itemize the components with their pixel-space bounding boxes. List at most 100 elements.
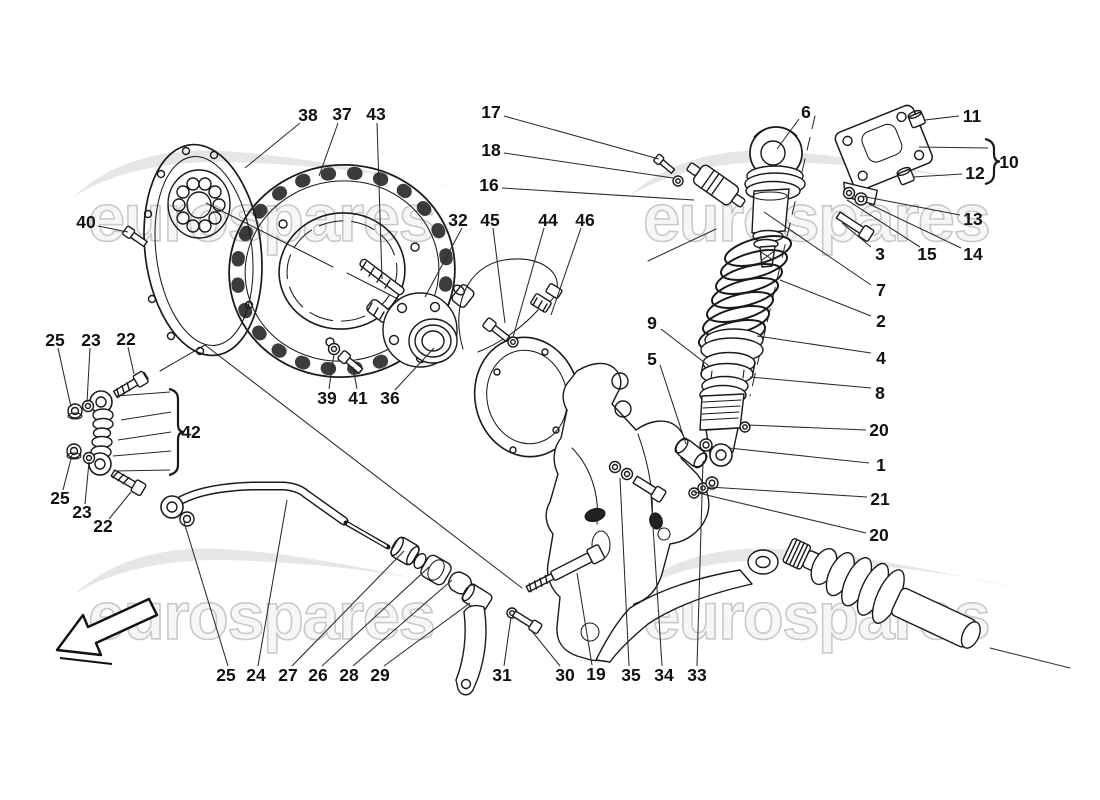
- part-number-23[interactable]: 23: [81, 330, 101, 350]
- washer-35a: [608, 460, 622, 474]
- lower-control-arm: [595, 549, 779, 663]
- leader-line-29: [383, 602, 471, 667]
- assembly-axis-line: [205, 202, 334, 268]
- leader-line-32: [424, 227, 463, 298]
- arrow-shadow-line: [59, 657, 113, 665]
- part-number-14[interactable]: 14: [963, 244, 983, 264]
- callout-brackets: [112, 137, 1001, 477]
- part-number-39[interactable]: 39: [317, 388, 337, 408]
- part-number-26[interactable]: 26: [308, 665, 328, 685]
- part-number-41[interactable]: 41: [348, 388, 368, 408]
- part-number-23[interactable]: 23: [72, 502, 92, 522]
- drive-shaft-cv-boot: [782, 538, 981, 649]
- part-number-4[interactable]: 4: [876, 348, 886, 368]
- bar-nut: [179, 511, 195, 527]
- nut-21: [705, 476, 719, 490]
- part-number-30[interactable]: 30: [555, 665, 575, 685]
- part-number-46[interactable]: 46: [575, 210, 595, 230]
- part-number-44[interactable]: 44: [538, 210, 558, 230]
- part-number-20[interactable]: 20: [869, 420, 889, 440]
- leader-line-36: [394, 347, 435, 391]
- part-number-20[interactable]: 20: [869, 525, 889, 545]
- part-number-16[interactable]: 16: [479, 175, 499, 195]
- part-number-3[interactable]: 3: [875, 244, 885, 264]
- leader-line-5: [659, 364, 687, 445]
- leader-line-4: [756, 335, 872, 354]
- leader-line-12: [912, 173, 963, 178]
- wheel-hub: [382, 292, 458, 368]
- part-number-13[interactable]: 13: [963, 209, 983, 229]
- part-number-29[interactable]: 29: [370, 665, 390, 685]
- nut-20: [739, 421, 751, 433]
- leader-line-33: [696, 460, 704, 667]
- part-number-25[interactable]: 25: [50, 488, 70, 508]
- washer-21-hole: [700, 485, 706, 491]
- leader-line-25: [183, 521, 229, 667]
- part-number-25[interactable]: 25: [45, 330, 65, 350]
- bracket-line-42: [120, 411, 172, 421]
- screw-17: [653, 153, 676, 174]
- part-number-43[interactable]: 43: [366, 104, 386, 124]
- part-number-31[interactable]: 31: [492, 665, 512, 685]
- part-number-10[interactable]: 10: [999, 152, 1019, 172]
- part-number-35[interactable]: 35: [621, 665, 641, 685]
- part-number-17[interactable]: 17: [481, 102, 500, 122]
- part-number-32[interactable]: 32: [448, 210, 468, 230]
- part-number-1[interactable]: 1: [876, 455, 886, 475]
- part-number-24[interactable]: 24: [246, 665, 266, 685]
- leader-line-13: [860, 195, 961, 216]
- part-number-45[interactable]: 45: [480, 210, 500, 230]
- front-direction-arrow: [55, 597, 159, 657]
- part-number-27[interactable]: 27: [278, 665, 297, 685]
- leader-line-26: [321, 566, 430, 667]
- leader-line-28: [352, 579, 453, 667]
- part-number-22[interactable]: 22: [116, 329, 136, 349]
- leader-line-9: [660, 328, 710, 367]
- part-number-15[interactable]: 15: [917, 244, 937, 264]
- leader-line-25: [57, 347, 72, 408]
- leader-line-46: [550, 227, 582, 316]
- part-number-42[interactable]: 42: [181, 422, 201, 442]
- part-number-9[interactable]: 9: [647, 313, 657, 333]
- leader-line-17: [503, 115, 660, 160]
- part-number-12[interactable]: 12: [965, 163, 985, 183]
- part-number-11[interactable]: 11: [963, 106, 982, 126]
- adjuster-cartridge: [686, 162, 746, 208]
- part-number-25[interactable]: 25: [216, 665, 236, 685]
- shock-lower-bushing: [674, 437, 713, 469]
- bracket-line-42: [112, 450, 172, 457]
- bracket-line-42: [117, 431, 172, 441]
- leader-line-23: [84, 461, 90, 505]
- part-number-6[interactable]: 6: [801, 102, 811, 122]
- bolt-34: [632, 475, 667, 503]
- leader-line-24: [257, 499, 288, 667]
- part-number-18[interactable]: 18: [481, 140, 501, 160]
- anti-roll-bar: [160, 481, 391, 550]
- part-number-40[interactable]: 40: [76, 212, 96, 232]
- nut-20-hole: [742, 424, 748, 430]
- leader-line-19: [576, 572, 593, 666]
- part-number-22[interactable]: 22: [93, 516, 113, 536]
- part-number-36[interactable]: 36: [380, 388, 400, 408]
- part-number-38[interactable]: 38: [298, 105, 318, 125]
- part-number-8[interactable]: 8: [875, 383, 885, 403]
- leader-line-27: [291, 550, 405, 667]
- bracket-line-42: [115, 391, 171, 397]
- callout-leader-lines: [57, 115, 963, 667]
- assembly-dashed-line: [749, 115, 816, 397]
- washer-44: [507, 336, 519, 348]
- drop-bracket-29: [455, 583, 493, 696]
- part-number-34[interactable]: 34: [654, 665, 674, 685]
- part-number-28[interactable]: 28: [339, 665, 359, 685]
- part-number-37[interactable]: 37: [332, 104, 351, 124]
- leader-line-39: [328, 353, 335, 390]
- leader-line-23: [86, 347, 91, 403]
- part-number-7[interactable]: 7: [876, 280, 886, 300]
- part-number-5[interactable]: 5: [647, 349, 657, 369]
- part-number-33[interactable]: 33: [687, 665, 707, 685]
- part-number-19[interactable]: 19: [586, 664, 606, 684]
- part-number-2[interactable]: 2: [876, 311, 886, 331]
- part-number-21[interactable]: 21: [870, 489, 890, 509]
